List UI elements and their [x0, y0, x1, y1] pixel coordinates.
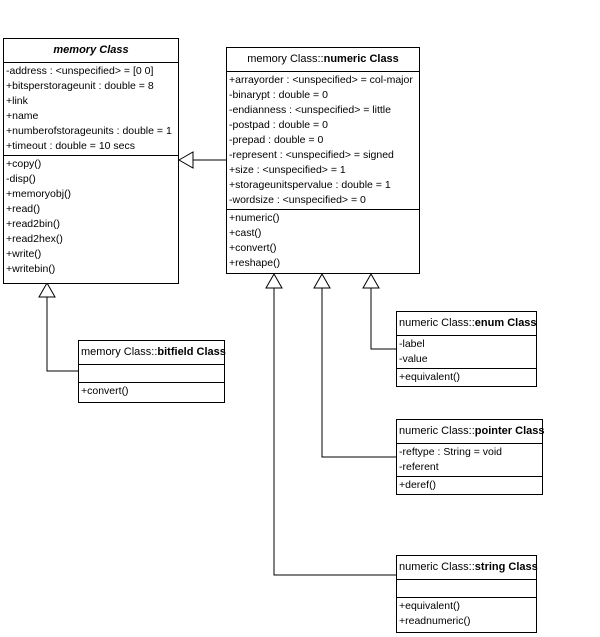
attributes-compartment: -label -value — [397, 336, 536, 368]
generalization-arrowhead — [177, 151, 194, 169]
class-title-prefix: memory Class:: — [81, 346, 158, 358]
generalization-arrowhead — [38, 281, 56, 298]
class-title: memory Class::bitfield Class — [79, 341, 226, 365]
method-row: +equivalent() — [399, 600, 460, 612]
attribute-row: -represent : <unspecified> = signed — [229, 149, 394, 161]
class-title-prefix: numeric Class:: — [399, 561, 475, 573]
class-title-name: bitfield Class — [157, 346, 226, 358]
attributes-compartment — [397, 580, 536, 597]
generalization-arrowhead — [362, 272, 380, 289]
edge-line — [370, 288, 396, 350]
class-title: memory Class — [4, 39, 178, 63]
attribute-row: -label — [399, 338, 425, 350]
methods-compartment: +convert() — [79, 382, 224, 400]
class-title-prefix: numeric Class:: — [399, 425, 475, 437]
class-title-name: numeric Class — [323, 53, 399, 65]
attribute-row: +size : <unspecified> = 1 — [229, 164, 346, 176]
attribute-row: -referent — [399, 461, 439, 473]
class-title-name: string Class — [474, 561, 538, 573]
class-string[interactable]: numeric Class::string Class +equivalent(… — [396, 555, 538, 633]
class-memory[interactable]: memory Class -address : <unspecified> = … — [3, 38, 179, 284]
method-row: +memoryobj() — [6, 188, 72, 200]
edge-line — [273, 288, 396, 576]
method-row: +cast() — [229, 227, 262, 239]
class-bitfield[interactable]: memory Class::bitfield Class +convert() — [78, 340, 226, 403]
attribute-row: -reftype : String = void — [399, 446, 503, 458]
generalization-arrowhead — [313, 272, 331, 289]
method-row: +read2bin() — [6, 218, 60, 230]
class-title: numeric Class::enum Class — [397, 312, 537, 336]
class-enum[interactable]: numeric Class::enum Class -label-value +… — [396, 311, 537, 387]
edge-pointer-to-numeric — [313, 272, 396, 458]
edge-bitfield-to-memory — [38, 281, 78, 372]
attributes-compartment — [79, 365, 224, 382]
attribute-row: -value — [399, 353, 428, 365]
attribute-row: -wordsize : <unspecified> = 0 — [229, 194, 366, 206]
method-row: +reshape() — [229, 257, 281, 269]
attribute-row: -postpad : double = 0 — [229, 119, 328, 131]
attribute-row: -binarypt : double = 0 — [229, 89, 328, 101]
class-title: memory Class::numeric Class — [227, 48, 419, 72]
methods-compartment: +copy() -disp() +memoryobj() +read() +read2b… — [4, 155, 178, 278]
edge-line — [46, 297, 78, 372]
method-row: +read() — [6, 203, 41, 215]
attribute-row: +link — [6, 95, 28, 107]
class-title-prefix: memory Class:: — [247, 53, 324, 65]
class-title-name: enum Class — [474, 317, 537, 329]
attribute-row: +name — [6, 110, 39, 122]
generalization-arrowhead — [265, 272, 283, 289]
methods-compartment: +equivalent() — [397, 368, 536, 386]
method-row: +readnumeric() — [399, 615, 471, 627]
method-row: -disp() — [6, 173, 36, 185]
method-row: +copy() — [6, 158, 42, 170]
class-title: numeric Class::pointer Class — [397, 420, 545, 444]
attributes-compartment: -reftype : String = void -referent — [397, 444, 542, 476]
attributes-compartment: -address : <unspecified> = [0 0] +bitsper… — [4, 63, 178, 155]
edge-string-to-numeric — [265, 272, 396, 576]
attribute-row: +storageunitspervalue : double = 1 — [229, 179, 391, 191]
method-row: +writebin() — [6, 263, 56, 275]
method-row: +deref() — [399, 479, 437, 491]
attribute-row: +bitsperstorageunit : double = 8 — [6, 80, 154, 92]
class-title: numeric Class::string Class — [397, 556, 538, 580]
class-title-name: pointer Class — [474, 425, 545, 437]
attribute-row: +timeout : double = 10 secs — [6, 140, 135, 152]
class-title-prefix: numeric Class:: — [399, 317, 475, 329]
methods-compartment: +deref() — [397, 476, 542, 494]
methods-compartment: +equivalent() +readnumeric() — [397, 597, 536, 630]
attribute-row: -endianness : <unspecified> = little — [229, 104, 391, 116]
attribute-row: +arrayorder : <unspecified> = col-major — [229, 74, 413, 86]
method-row: +equivalent() — [399, 371, 460, 383]
edge-line — [321, 288, 396, 458]
attributes-compartment: +arrayorder : <unspecified> = col-major -… — [227, 72, 419, 209]
method-row: +convert() — [229, 242, 277, 254]
methods-compartment: +numeric() +cast() +convert() +reshape() — [227, 209, 419, 272]
class-pointer[interactable]: numeric Class::pointer Class -reftype : … — [396, 419, 545, 495]
method-row: +read2hex() — [6, 233, 63, 245]
method-row: +numeric() — [229, 212, 280, 224]
attribute-row: -prepad : double = 0 — [229, 134, 324, 146]
attribute-row: -address : <unspecified> = [0 0] — [6, 65, 154, 77]
method-row: +convert() — [81, 385, 129, 397]
edge-enum-to-numeric — [362, 272, 396, 350]
method-row: +write() — [6, 248, 42, 260]
class-numeric[interactable]: memory Class::numeric Class +arrayorder … — [226, 47, 420, 274]
edge-numeric-to-memory — [177, 151, 226, 169]
attribute-row: +numberofstorageunits : double = 1 — [6, 125, 172, 137]
